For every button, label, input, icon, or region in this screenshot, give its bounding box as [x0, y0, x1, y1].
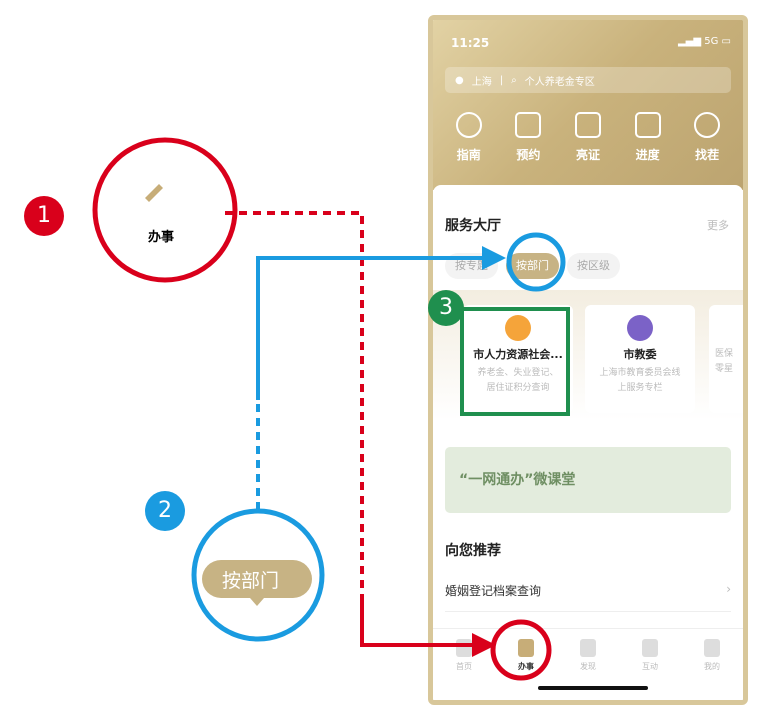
card-desc: 居住证积分查询 [486, 383, 550, 393]
recommend-item[interactable]: 婚姻登记档案查询 › [445, 582, 731, 612]
red-arrow [360, 600, 496, 657]
nav-label: 我的 [704, 662, 720, 671]
red-dashed-line [225, 211, 364, 600]
card-desc: 医保 [715, 349, 734, 359]
phone-screen: 11:25 ▂▄▆ 5G ▭ ● 上海 | ⌕ 个人养老金专区 指南 预约 亮证 进度… [428, 15, 748, 705]
nav-label: 首页 [456, 662, 472, 671]
zoom-label-services: 办事 [148, 230, 175, 245]
clock-icon [515, 112, 542, 138]
zoom-circle-services [92, 137, 238, 283]
network-label: 5G [704, 36, 719, 47]
card-desc: 零星 [715, 364, 734, 374]
quick-label: 预约 [516, 148, 541, 162]
nav-label: 发现 [580, 662, 596, 671]
card-desc: 养老金、失业登记、 [477, 368, 559, 378]
nav-discover[interactable]: 发现 [580, 639, 596, 700]
heart-hands-icon [505, 315, 531, 341]
nav-interact[interactable]: 互动 [642, 639, 658, 700]
nav-mine[interactable]: 我的 [704, 639, 720, 700]
card-title: 市教委 [623, 348, 657, 361]
nav-label: 互动 [642, 662, 658, 671]
highlight-tab-department [506, 232, 566, 292]
header: 11:25 ▂▄▆ 5G ▭ ● 上海 | ⌕ 个人养老金专区 指南 预约 亮证 进度… [433, 20, 743, 190]
hall-title: 服务大厅 [445, 218, 501, 234]
nav-label: 办事 [518, 662, 534, 671]
bottom-nav: 首页 办事 发现 互动 我的 [433, 628, 743, 700]
highlight-card [460, 307, 570, 416]
step-badge-1: 1 [24, 196, 64, 236]
quick-certificate[interactable]: 亮证 [574, 112, 601, 163]
quick-label: 进度 [635, 148, 660, 162]
department-pill [202, 560, 312, 598]
card-desc: 上海市教育委员会线 [599, 368, 681, 378]
recommend-title: 向您推荐 [445, 543, 501, 559]
quick-progress[interactable]: 进度 [634, 112, 661, 163]
card-title: 市人力资源社会... [473, 348, 563, 361]
card-hr-social[interactable]: 市人力资源社会... 养老金、失业登记、 居住证积分查询 [463, 305, 573, 413]
micro-class-banner[interactable]: “一网通办”微课堂 [445, 447, 731, 513]
search-placeholder: 个人养老金专区 [524, 76, 595, 88]
quick-label: 亮证 [575, 148, 600, 162]
nav-services[interactable]: 办事 [518, 639, 534, 700]
flower-icon [642, 639, 658, 657]
pill-pointer [250, 598, 264, 606]
quick-guide[interactable]: 指南 [455, 112, 482, 163]
search-bar[interactable]: ● 上海 | ⌕ 个人养老金专区 [445, 67, 731, 93]
quick-report[interactable]: 找茬 [694, 112, 721, 163]
recommend-label: 婚姻登记档案查询 [445, 584, 542, 598]
hall-tabs: 按专题 按部门 按区级 [445, 253, 620, 279]
quick-label: 找茬 [695, 148, 720, 162]
card-medical[interactable]: 医保 零星 [709, 305, 743, 413]
home-indicator [538, 686, 648, 690]
step-badge-3: 3 [428, 290, 464, 326]
quick-label: 指南 [456, 148, 481, 162]
divider: | [499, 74, 504, 86]
arch-icon [580, 639, 596, 657]
tab-by-department[interactable]: 按部门 [506, 253, 559, 279]
chart-icon [634, 112, 661, 138]
blue-arrow [256, 246, 506, 400]
search-icon [694, 112, 721, 138]
search-icon: ⌕ [511, 74, 517, 86]
quick-actions: 指南 预约 亮证 进度 找茬 [433, 112, 743, 163]
person-icon [704, 639, 720, 657]
content: 服务大厅 更多 按专题 按部门 按区级 市人力资源社会... 养老金、失业登记、… [433, 185, 743, 700]
status-time: 11:25 [451, 36, 490, 50]
city-selector[interactable]: 上海 [471, 76, 492, 88]
card-education[interactable]: 市教委 上海市教育委员会线 上服务专栏 [585, 305, 695, 413]
tab-by-district[interactable]: 按区级 [567, 253, 620, 279]
gauge-icon [455, 112, 482, 138]
quick-appointment[interactable]: 预约 [515, 112, 542, 163]
pen-icon [145, 184, 163, 202]
chevron-right-icon: › [726, 582, 731, 596]
status-network: ▂▄▆ 5G ▭ [677, 36, 731, 47]
location-icon: ● [455, 74, 464, 86]
zoom-label-department: 按部门 [222, 570, 280, 592]
card-icon [574, 112, 601, 138]
graduation-cap-icon [627, 315, 653, 341]
card-desc: 上服务专栏 [617, 383, 663, 393]
more-link[interactable]: 更多 [707, 219, 729, 232]
highlight-nav-services [490, 619, 552, 681]
pen-icon [518, 639, 534, 657]
step-badge-2: 2 [145, 491, 185, 531]
